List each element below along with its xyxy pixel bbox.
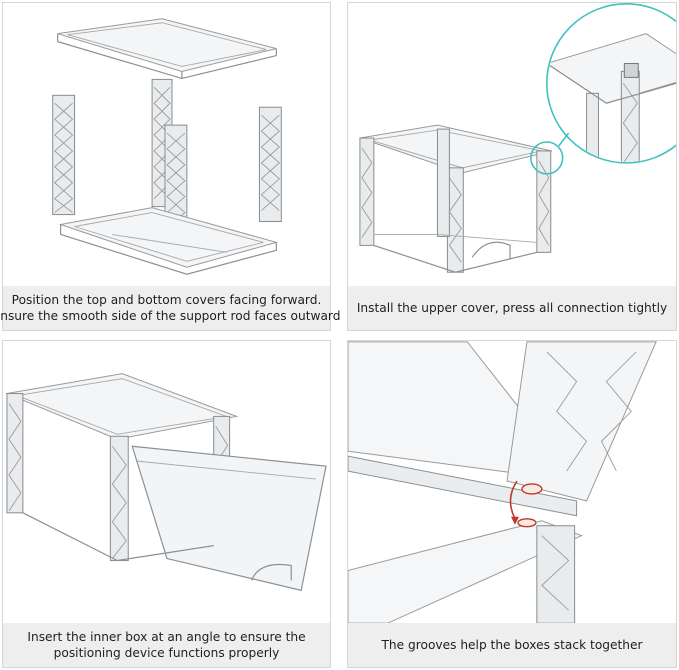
caption-line: Insert the inner box at an angle to ensu… — [27, 630, 306, 644]
step-2-panel: Install the upper cover, press all conne… — [347, 2, 677, 331]
step-3-panel: Insert the inner box at an angle to ensu… — [2, 340, 331, 668]
step-4-panel: The grooves help the boxes stack togethe… — [347, 340, 677, 668]
caption-line: positioning device functions properly — [53, 646, 280, 660]
insert-drawer-illustration — [3, 341, 330, 624]
caption-line: Position the top and bottom covers facin… — [11, 293, 322, 307]
step-3-caption: Insert the inner box at an angle to ensu… — [3, 623, 330, 667]
step-2-caption: Install the upper cover, press all conne… — [348, 286, 676, 330]
caption-line: Install the upper cover, press all conne… — [356, 301, 668, 315]
caption-line: The grooves help the boxes stack togethe… — [381, 638, 643, 652]
stacking-grooves-illustration — [348, 341, 676, 624]
step-1-caption: Position the top and bottom covers facin… — [0, 286, 340, 330]
assembled-box-illustration — [348, 3, 676, 286]
step-4-caption: The grooves help the boxes stack togethe… — [348, 623, 676, 667]
exploded-parts-illustration — [3, 3, 330, 286]
step-1-panel: Position the top and bottom covers facin… — [0, 2, 340, 331]
caption-line: Ensure the smooth side of the support ro… — [0, 309, 341, 323]
